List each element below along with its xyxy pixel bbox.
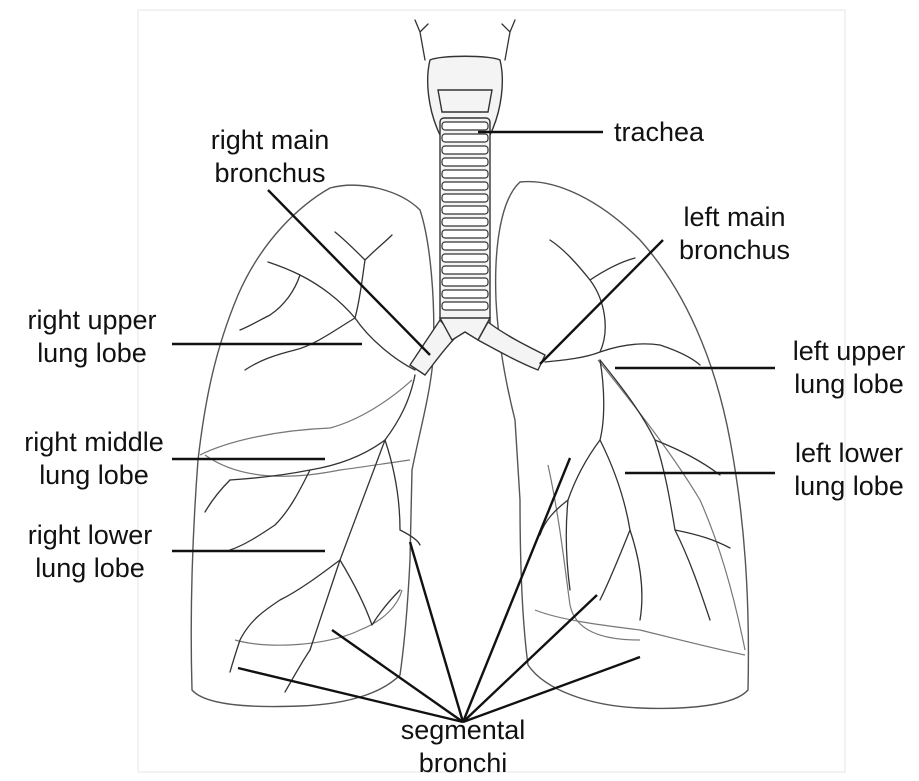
left-main-bronchus-leader [540, 240, 663, 364]
right-middle-lobe-label: right middle lung lobe [4, 426, 184, 492]
segmental-leader [463, 595, 597, 722]
label-line: lung lobe [10, 552, 170, 585]
label-line: lung lobe [779, 470, 919, 503]
segmental-bronchi-label: segmental bronchi [383, 714, 543, 780]
segmental-leader [332, 630, 463, 722]
label-line: left upper [779, 335, 919, 368]
right-bronchial-tree [205, 232, 420, 692]
left-main-bronchus-tube [478, 322, 545, 370]
right-lower-lobe-label: right lower lung lobe [10, 519, 170, 585]
left-lingula-outline [548, 465, 640, 640]
segmental-leader [410, 542, 463, 722]
trachea-label-text: trachea [614, 116, 704, 149]
right-main-bronchus-leader [268, 190, 430, 355]
label-line: bronchus [662, 234, 807, 267]
segmental-leader [463, 458, 570, 722]
left-upper-lobe-label: left upper lung lobe [779, 335, 919, 401]
label-line: right lower [10, 519, 170, 552]
label-line: right upper [12, 304, 172, 337]
label-line: segmental [383, 714, 543, 747]
right-upper-lobe-label: right upper lung lobe [12, 304, 172, 370]
label-line: lung lobe [12, 337, 172, 370]
left-main-bronchus-label: left main bronchus [662, 201, 807, 267]
label-line: bronchi [383, 747, 543, 780]
left-oblique-fissure [598, 360, 745, 650]
right-lung-outline [191, 185, 434, 706]
trachea-label: trachea [614, 116, 704, 149]
label-line: left main [662, 201, 807, 234]
label-line: lung lobe [779, 368, 919, 401]
left-lower-lobe-label: left lower lung lobe [779, 437, 919, 503]
segmental-leader [463, 657, 640, 722]
label-line: lung lobe [4, 459, 184, 492]
label-line: left lower [779, 437, 919, 470]
left-bronchial-tree [540, 240, 730, 620]
label-line: bronchus [195, 157, 345, 190]
label-line: right middle [4, 426, 184, 459]
trachea-tube [440, 118, 490, 328]
label-line: right main [195, 124, 345, 157]
right-main-bronchus-label: right main bronchus [195, 124, 345, 190]
